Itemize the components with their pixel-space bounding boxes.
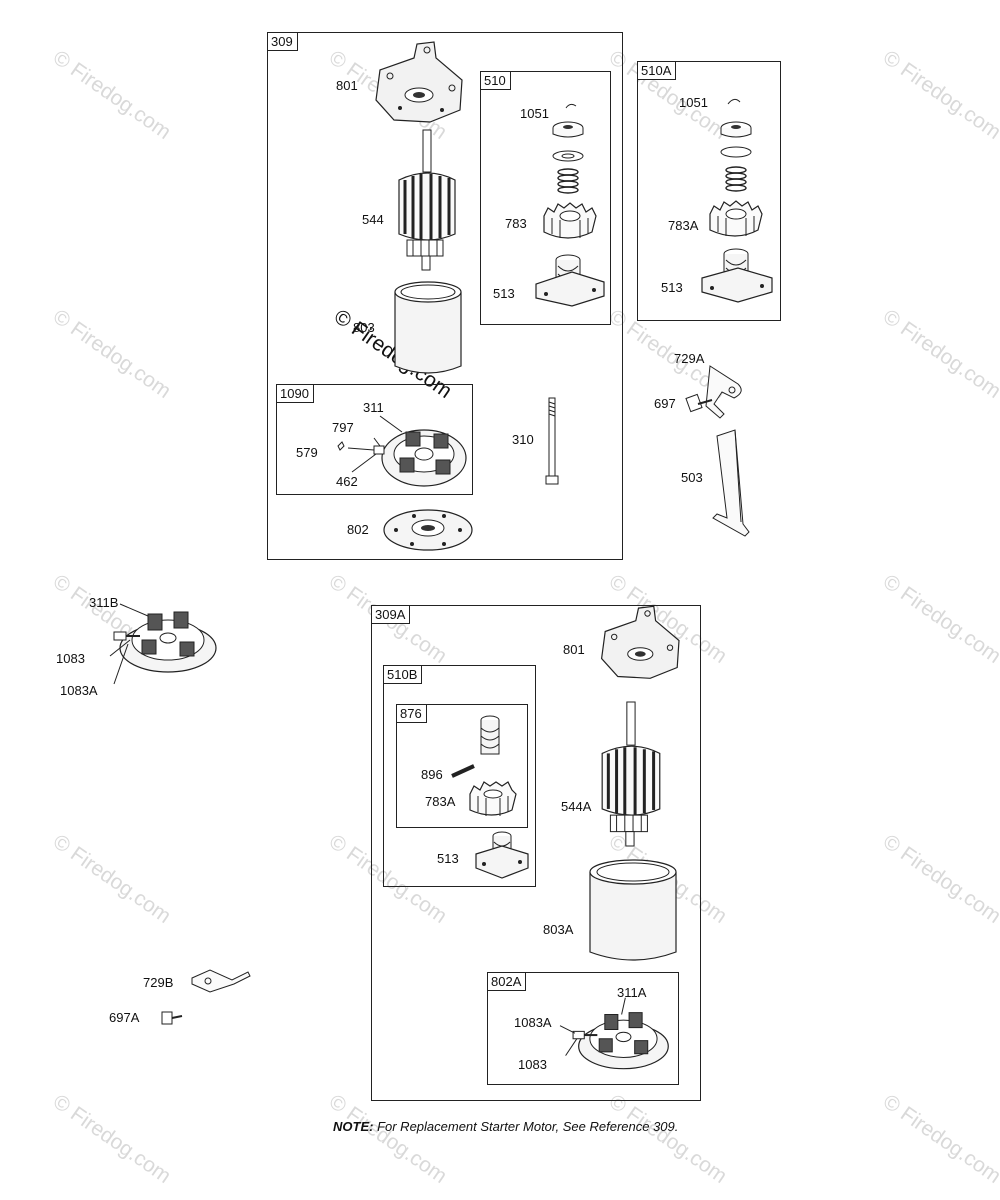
end-bracket-801: [372, 40, 472, 130]
drive-kit-876: [448, 710, 524, 822]
motor-housing-803A: [588, 858, 678, 968]
motor-housing-803: [393, 280, 463, 380]
callout-797: 797: [332, 420, 354, 435]
box-tag-802A: 802A: [487, 972, 527, 991]
watermark: © Firedog.com: [604, 1090, 732, 1189]
callout-1051-510A: 1051: [679, 95, 708, 110]
screw-697A: [160, 1008, 184, 1030]
assembly-box-1090: 1090: [276, 384, 473, 495]
brush-assembly-311: [334, 410, 474, 492]
note-text: For Replacement Starter Motor, See Refer…: [373, 1119, 679, 1134]
end-bracket-801-309A: [598, 601, 688, 689]
box-tag-876: 876: [396, 704, 427, 723]
watermark: © Firedog.com: [878, 830, 1000, 929]
callout-513-510B: 513: [437, 851, 459, 866]
callout-311B: 311B: [89, 595, 119, 610]
watermark: © Firedog.com: [48, 1090, 176, 1189]
callout-311A: 311A: [617, 985, 647, 1000]
callout-783A-876: 783A: [425, 794, 456, 809]
watermark: © Firedog.com: [48, 46, 176, 145]
watermark: © Firedog.com: [324, 1090, 452, 1189]
callout-783A: 783A: [668, 218, 699, 233]
box-tag-309A: 309A: [371, 605, 411, 624]
callout-803: 803: [353, 320, 375, 335]
callout-513-510A: 513: [661, 280, 683, 295]
brush-assembly-311B: [100, 596, 220, 678]
watermark: © Firedog.com: [878, 46, 1000, 145]
callout-311: 311: [363, 400, 384, 415]
end-cap-802: [382, 508, 474, 552]
terminal-strap-729B: [188, 962, 254, 996]
callout-729B: 729B: [143, 975, 174, 990]
callout-544: 544: [362, 212, 384, 227]
callout-310: 310: [512, 432, 534, 447]
assembly-box-876: 876: [396, 704, 528, 828]
callout-803A: 803A: [543, 922, 574, 937]
brush-assembly-311A: [560, 996, 672, 1076]
assembly-box-802A: 802A: [487, 972, 679, 1085]
callout-896: 896: [421, 767, 443, 782]
box-tag-1090: 1090: [276, 384, 314, 403]
armature-544: [393, 130, 463, 272]
callout-783: 783: [505, 216, 527, 231]
assembly-box-510: 510: [480, 71, 611, 325]
watermark: © Firedog.com: [878, 570, 1000, 669]
callout-1083A-802A: 1083A: [514, 1015, 552, 1030]
callout-1083A-left: 1083A: [60, 683, 98, 698]
callout-503: 503: [681, 470, 703, 485]
drive-stack-510: [532, 100, 608, 314]
callout-801: 801: [336, 78, 358, 93]
drive-base-513: [474, 828, 532, 884]
assembly-box-510B: 510B: [383, 665, 536, 887]
callout-729A: 729A: [674, 351, 705, 366]
callout-1083-left: 1083: [56, 651, 85, 666]
terminal-strap-729A: [684, 362, 750, 430]
watermark: © Firedog.com: [878, 305, 1000, 404]
through-bolt-310: [545, 392, 559, 488]
drive-stack-510A: [700, 94, 776, 308]
shield-503: [705, 428, 755, 538]
callout-1051: 1051: [520, 106, 549, 121]
callout-697: 697: [654, 396, 676, 411]
callout-579: 579: [296, 445, 318, 460]
callout-462: 462: [336, 474, 358, 489]
armature-544A: [596, 700, 668, 850]
note-prefix: NOTE:: [333, 1119, 374, 1134]
footnote: NOTE: For Replacement Starter Motor, See…: [333, 1119, 678, 1134]
callout-801-309A: 801: [563, 642, 585, 657]
box-tag-510: 510: [480, 71, 511, 90]
callout-697A: 697A: [109, 1010, 140, 1025]
watermark: © Firedog.com: [48, 830, 176, 929]
box-tag-510B: 510B: [383, 665, 423, 684]
callout-544A: 544A: [561, 799, 592, 814]
callout-1083-802A: 1083: [518, 1057, 547, 1072]
callout-802: 802: [347, 522, 369, 537]
assembly-box-309: 309: [267, 32, 623, 560]
watermark: © Firedog.com: [878, 1090, 1000, 1189]
assembly-box-309A: 309A: [371, 605, 701, 1101]
watermark: © Firedog.com: [48, 305, 176, 404]
assembly-box-510A: 510A: [637, 61, 781, 321]
box-tag-510A: 510A: [637, 61, 677, 80]
callout-513: 513: [493, 286, 515, 301]
box-tag-309: 309: [267, 32, 298, 51]
